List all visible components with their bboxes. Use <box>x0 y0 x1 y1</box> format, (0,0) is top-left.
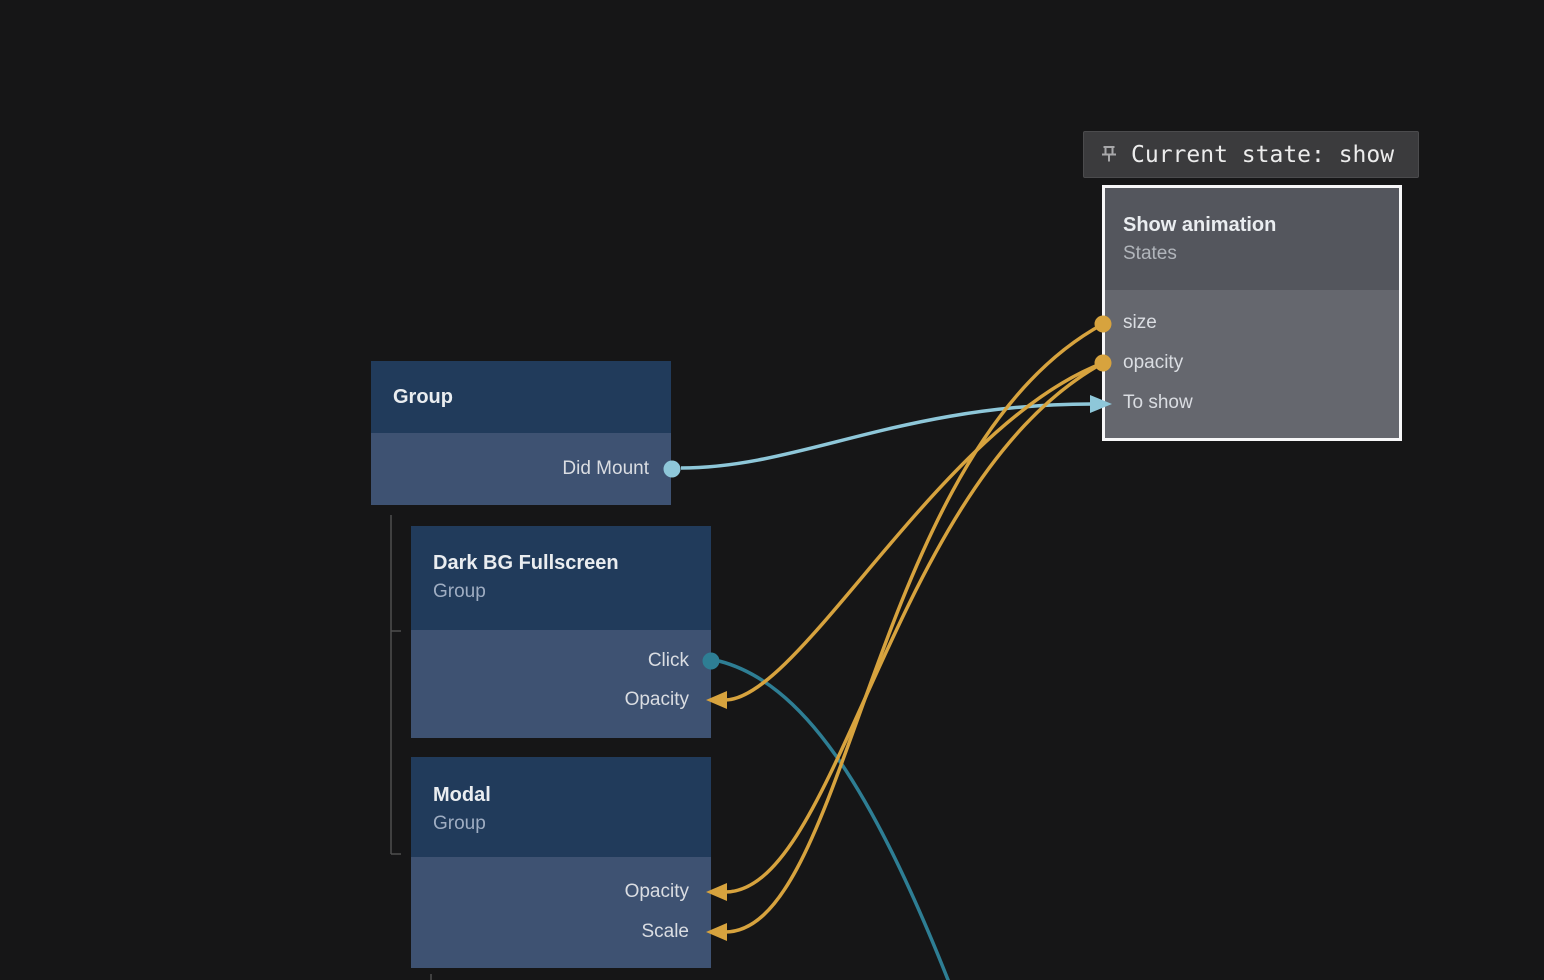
connection-opacity-modal-opacity[interactable] <box>706 361 1104 901</box>
node-group[interactable]: Group Did Mount <box>371 361 671 505</box>
node-group-body: Did Mount <box>371 433 671 505</box>
port-to-show[interactable]: To show <box>1105 392 1399 414</box>
node-subtitle: Group <box>433 581 486 602</box>
connection-didmount-toshow[interactable] <box>663 395 1113 478</box>
node-dark-bg-fullscreen[interactable]: Dark BG Fullscreen Group Click Opacity <box>411 526 711 738</box>
port-label: To show <box>1123 392 1193 413</box>
node-subtitle: States <box>1123 243 1177 264</box>
port-opacity[interactable]: Opacity <box>411 881 711 903</box>
node-group-header[interactable]: Group <box>371 361 671 433</box>
node-dark-bg-header[interactable]: Dark BG Fullscreen Group <box>411 526 711 630</box>
node-title: Modal <box>433 784 491 806</box>
port-label: Opacity <box>624 689 689 710</box>
connection-click-offscreen[interactable] <box>702 652 953 980</box>
pin-icon <box>1102 145 1116 161</box>
current-state-pill[interactable]: Current state: show <box>1083 131 1419 178</box>
port-label: Scale <box>641 921 689 942</box>
node-subtitle: Group <box>433 813 486 834</box>
node-modal[interactable]: Modal Group Opacity Scale <box>411 757 711 968</box>
port-click[interactable]: Click <box>411 650 711 672</box>
port-opacity[interactable]: Opacity <box>411 689 711 711</box>
node-title: Show animation <box>1123 214 1277 236</box>
node-dark-bg-body: Click Opacity <box>411 630 711 738</box>
current-state-label: Current state: show <box>1131 141 1395 168</box>
port-label: size <box>1123 312 1157 333</box>
port-scale[interactable]: Scale <box>411 921 711 943</box>
node-modal-header[interactable]: Modal Group <box>411 757 711 857</box>
connection-size-modal-scale[interactable] <box>706 322 1104 941</box>
port-did-mount[interactable]: Did Mount <box>371 458 671 480</box>
port-opacity[interactable]: opacity <box>1105 352 1399 374</box>
port-label: opacity <box>1123 352 1184 373</box>
node-modal-body: Opacity Scale <box>411 857 711 968</box>
port-size[interactable]: size <box>1105 312 1399 334</box>
port-label: Opacity <box>624 881 689 902</box>
node-title: Group <box>393 386 453 408</box>
node-show-animation-header[interactable]: Show animation States <box>1105 188 1399 290</box>
node-show-animation[interactable]: Show animation States size opacity To sh… <box>1102 185 1402 441</box>
node-title: Dark BG Fullscreen <box>433 552 619 574</box>
port-label: Click <box>647 650 689 671</box>
node-show-animation-body: size opacity To show <box>1105 290 1399 434</box>
port-label: Did Mount <box>562 458 649 479</box>
connection-opacity-darkbg-opacity[interactable] <box>706 361 1104 709</box>
